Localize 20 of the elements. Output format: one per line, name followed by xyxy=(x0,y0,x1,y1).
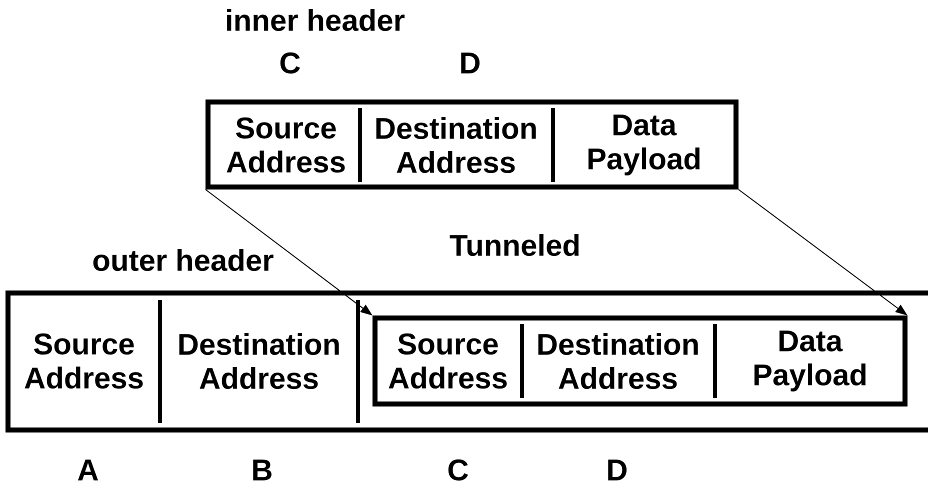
field-label: Source Address xyxy=(24,333,143,389)
label: outer header xyxy=(93,249,274,272)
field-label: Destination Address xyxy=(376,117,536,174)
label: D xyxy=(608,460,627,480)
field-label: Data Payload xyxy=(588,114,700,176)
packet-frame xyxy=(206,100,738,190)
label: C xyxy=(280,52,300,74)
label: C xyxy=(448,459,468,481)
label: A xyxy=(78,460,98,480)
field-label: Source Address xyxy=(226,117,345,173)
field-label: Destination Address xyxy=(538,333,698,390)
packet-frame xyxy=(6,290,928,432)
label: D xyxy=(461,52,480,74)
packet-frame xyxy=(372,316,908,406)
label: inner header xyxy=(227,8,405,32)
label: B xyxy=(253,460,272,480)
label: Tunneled xyxy=(450,234,579,256)
field-label: Data Payload xyxy=(754,330,866,392)
field-label: Destination Address xyxy=(179,333,339,390)
field-label: Source Address xyxy=(388,333,507,389)
